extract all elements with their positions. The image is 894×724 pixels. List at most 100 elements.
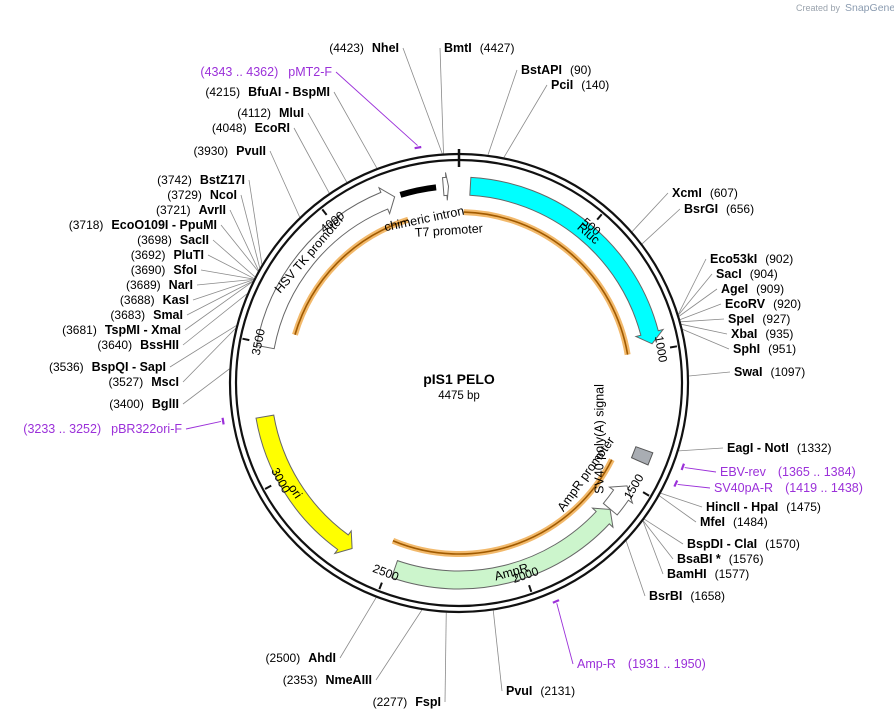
site-xbai-name: XbaI bbox=[731, 327, 757, 341]
tick-3500 bbox=[242, 337, 250, 342]
site-smai-name: SmaI bbox=[153, 308, 183, 322]
site-bglii-leader bbox=[182, 368, 230, 405]
site-hincii-hpai-position: (1475) bbox=[786, 500, 821, 514]
primer-sv40pa-r-label: SV40pA-R(1419 .. 1438) bbox=[714, 481, 863, 495]
feature-sv40-poly-a-signal-label: SV40 poly(A) signal bbox=[593, 384, 607, 494]
feature-ori-label: ori bbox=[286, 482, 305, 501]
site-smai-leader bbox=[186, 280, 253, 316]
site-nhei-label: (4423)NheI bbox=[329, 41, 399, 55]
site-ahdi-leader bbox=[339, 597, 377, 659]
site-ncoi-name: NcoI bbox=[210, 188, 237, 202]
site-avrii-label: (3721)AvrII bbox=[156, 203, 226, 217]
tick-label-1500: 1500 bbox=[621, 471, 647, 501]
site-bsrgi-name: BsrGI bbox=[684, 202, 718, 216]
orf-arc-1 bbox=[463, 209, 631, 356]
primer-pmt2-f-range: (4343 .. 4362) bbox=[200, 65, 278, 79]
plasmid-name: pIS1 PELO bbox=[423, 371, 495, 387]
site-nmeaiii-position: (2353) bbox=[283, 673, 318, 687]
primer-pbr322ori-f-name: pBR322ori-F bbox=[111, 422, 182, 436]
site-agei-leader bbox=[678, 288, 718, 317]
site-swai-label: SwaI(1097) bbox=[734, 365, 805, 379]
site-kasi-leader bbox=[192, 279, 254, 301]
site-ecoo109i-ppumi-label: (3718)EcoO109I - PpuMI bbox=[69, 218, 217, 232]
site-ecori-name: EcoRI bbox=[255, 121, 290, 135]
site-ncoi-label: (3729)NcoI bbox=[167, 188, 237, 202]
site-ahdi-position: (2500) bbox=[266, 651, 301, 665]
site-bsshii-name: BssHII bbox=[140, 338, 179, 352]
site-eco53ki-leader bbox=[678, 258, 707, 315]
site-bfuai-bspmi-position: (4215) bbox=[205, 85, 240, 99]
site-kasi-label: (3688)KasI bbox=[120, 293, 189, 307]
primer-pmt2-f-bar bbox=[414, 145, 422, 150]
site-bstapi-position: (90) bbox=[570, 63, 591, 77]
primer-ebv-rev-range: (1365 .. 1384) bbox=[778, 465, 856, 479]
site-bfuai-bspmi-leader bbox=[333, 91, 378, 169]
site-nari-name: NarI bbox=[169, 278, 193, 292]
site-bstz17i-leader bbox=[248, 179, 263, 265]
site-xcmi-leader bbox=[631, 192, 669, 232]
site-ahdi-name: AhdI bbox=[308, 651, 336, 665]
tick-4000 bbox=[321, 208, 328, 216]
site-pvuii-position: (3930) bbox=[193, 144, 228, 158]
site-nari-label: (3689)NarI bbox=[126, 278, 193, 292]
feature-t7-promoter-label: T7 promoter bbox=[414, 221, 483, 240]
site-xbai-label: XbaI (935) bbox=[731, 327, 793, 341]
site-bspqi-sapi-name: BspQI - SapI bbox=[92, 360, 166, 374]
site-nhei-leader bbox=[402, 47, 443, 154]
tick-3000 bbox=[264, 484, 272, 490]
site-fspi-position: (2277) bbox=[373, 695, 408, 709]
site-eco53ki-label: Eco53kI(902) bbox=[710, 252, 793, 266]
site-ecorv-label: EcoRV(920) bbox=[725, 297, 801, 311]
site-bsrgi-leader bbox=[641, 208, 681, 245]
site-saci-label: SacI(904) bbox=[716, 267, 778, 281]
site-pcii-leader bbox=[503, 84, 548, 158]
site-kasi-position: (3688) bbox=[120, 293, 155, 307]
site-mlui-position: (4112) bbox=[237, 106, 271, 120]
site-pvui-position: (2131) bbox=[540, 684, 575, 698]
site-avrii-leader bbox=[229, 209, 259, 271]
orf-arc-core-1 bbox=[463, 211, 629, 355]
site-eco53ki-name: Eco53kI bbox=[710, 252, 757, 266]
site-hincii-hpai-label: HincII - HpaI (1475) bbox=[706, 500, 821, 514]
site-mlui-label: (4112)MluI bbox=[237, 106, 304, 120]
site-fspi-label: (2277)FspI bbox=[373, 695, 441, 709]
site-msci-leader bbox=[182, 328, 236, 383]
site-bsrbi-label: BsrBI(1658) bbox=[649, 589, 725, 603]
site-pluti-name: PluTI bbox=[173, 248, 204, 262]
site-bsrbi-leader bbox=[625, 540, 646, 597]
site-ecorv-leader bbox=[679, 303, 722, 321]
site-bstz17i-position: (3742) bbox=[157, 173, 192, 187]
site-bstz17i-name: BstZ17I bbox=[200, 173, 245, 187]
site-sfoi-leader bbox=[200, 269, 254, 280]
site-hincii-hpai-name: HincII - HpaI bbox=[706, 500, 778, 514]
feature-t7-promoter bbox=[441, 172, 449, 201]
site-bamhi-leader bbox=[642, 520, 664, 575]
site-saci-leader bbox=[678, 273, 713, 315]
site-bmti-label: BmtI(4427) bbox=[444, 41, 514, 55]
primer-amp-r-leader bbox=[556, 603, 574, 665]
tick-label-1000: 1000 bbox=[652, 335, 670, 364]
feature-ampr-promoter bbox=[602, 485, 634, 516]
site-pvuii-leader bbox=[269, 150, 301, 218]
primer-amp-r-range: (1931 .. 1950) bbox=[628, 657, 706, 671]
site-bglii-label: (3400)BglII bbox=[109, 397, 179, 411]
site-ecoo109i-ppumi-position: (3718) bbox=[69, 218, 104, 232]
site-saci-name: SacI bbox=[716, 267, 742, 281]
site-bspqi-sapi-label: (3536)BspQI - SapI bbox=[49, 360, 166, 374]
tick-1000 bbox=[669, 345, 678, 349]
site-mfei-name: MfeI bbox=[700, 515, 725, 529]
site-pvuii-label: (3930)PvuII bbox=[193, 144, 266, 158]
site-ecori-position: (4048) bbox=[212, 121, 247, 135]
site-ahdi-label: (2500) AhdI bbox=[266, 651, 336, 665]
site-pluti-leader bbox=[207, 254, 255, 279]
site-xbai-position: (935) bbox=[765, 327, 793, 341]
primer-pbr322ori-f-leader bbox=[185, 421, 222, 430]
branding-prefix: Created by bbox=[796, 3, 841, 13]
site-bsabi-position: (1576) bbox=[729, 552, 764, 566]
site-mfei-position: (1484) bbox=[733, 515, 768, 529]
plasmid-title-block: pIS1 PELO 4475 bp bbox=[423, 371, 495, 402]
site-hincii-hpai-leader bbox=[660, 492, 703, 508]
primer-pbr322ori-f-label: (3233 .. 3252)pBR322ori-F bbox=[23, 422, 182, 436]
primer-ebv-rev-name: EBV-rev bbox=[720, 465, 767, 479]
